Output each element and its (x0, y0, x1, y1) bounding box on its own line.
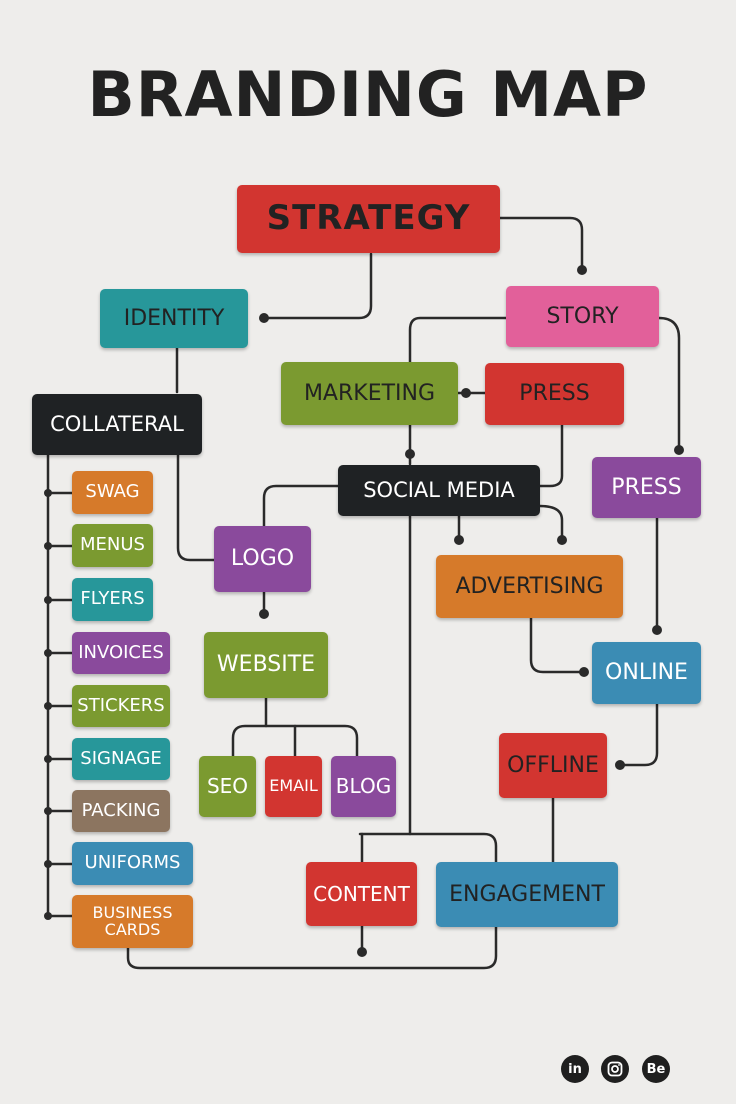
node-signage[interactable]: SIGNAGE (72, 738, 170, 780)
node-website[interactable]: WEBSITE (204, 632, 328, 698)
node-story[interactable]: STORY (506, 286, 659, 347)
page-title: BRANDING MAP (87, 58, 649, 131)
node-flyers[interactable]: FLYERS (72, 578, 153, 621)
node-business-cards[interactable]: BUSINESS CARDS (72, 895, 193, 948)
node-social-media[interactable]: SOCIAL MEDIA (338, 465, 540, 516)
node-press-2[interactable]: PRESS (592, 457, 701, 518)
node-menus[interactable]: MENUS (72, 524, 153, 567)
node-engagement[interactable]: ENGAGEMENT (436, 862, 618, 927)
node-packing[interactable]: PACKING (72, 790, 170, 832)
node-offline[interactable]: OFFLINE (499, 733, 607, 798)
node-seo[interactable]: SEO (199, 756, 256, 817)
node-invoices[interactable]: INVOICES (72, 632, 170, 674)
node-online[interactable]: ONLINE (592, 642, 701, 704)
node-marketing[interactable]: MARKETING (281, 362, 458, 425)
node-strategy[interactable]: STRATEGY (237, 185, 500, 253)
node-logo[interactable]: LOGO (214, 526, 311, 592)
behance-icon[interactable]: Be (642, 1055, 670, 1083)
node-content[interactable]: CONTENT (306, 862, 417, 926)
node-advertising[interactable]: ADVERTISING (436, 555, 623, 618)
node-swag[interactable]: SWAG (72, 471, 153, 514)
node-email[interactable]: EMAIL (265, 756, 322, 817)
node-uniforms[interactable]: UNIFORMS (72, 842, 193, 885)
linkedin-icon[interactable]: in (561, 1055, 589, 1083)
node-collateral[interactable]: COLLATERAL (32, 394, 202, 455)
node-press-1[interactable]: PRESS (485, 363, 624, 425)
node-identity[interactable]: IDENTITY (100, 289, 248, 348)
node-stickers[interactable]: STICKERS (72, 685, 170, 727)
instagram-icon[interactable] (601, 1055, 629, 1083)
node-blog[interactable]: BLOG (331, 756, 396, 817)
